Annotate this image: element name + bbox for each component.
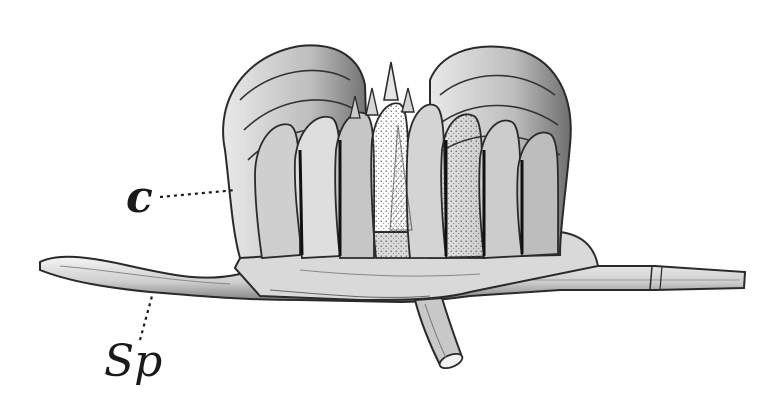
label-c-leader (159, 188, 237, 199)
label-c: c (126, 172, 153, 223)
calyx-petals (254, 102, 560, 259)
label-sp: Sp (104, 336, 163, 387)
basal-tube (413, 296, 464, 370)
central-spikes (349, 61, 415, 231)
label-sp-leader (138, 295, 154, 341)
